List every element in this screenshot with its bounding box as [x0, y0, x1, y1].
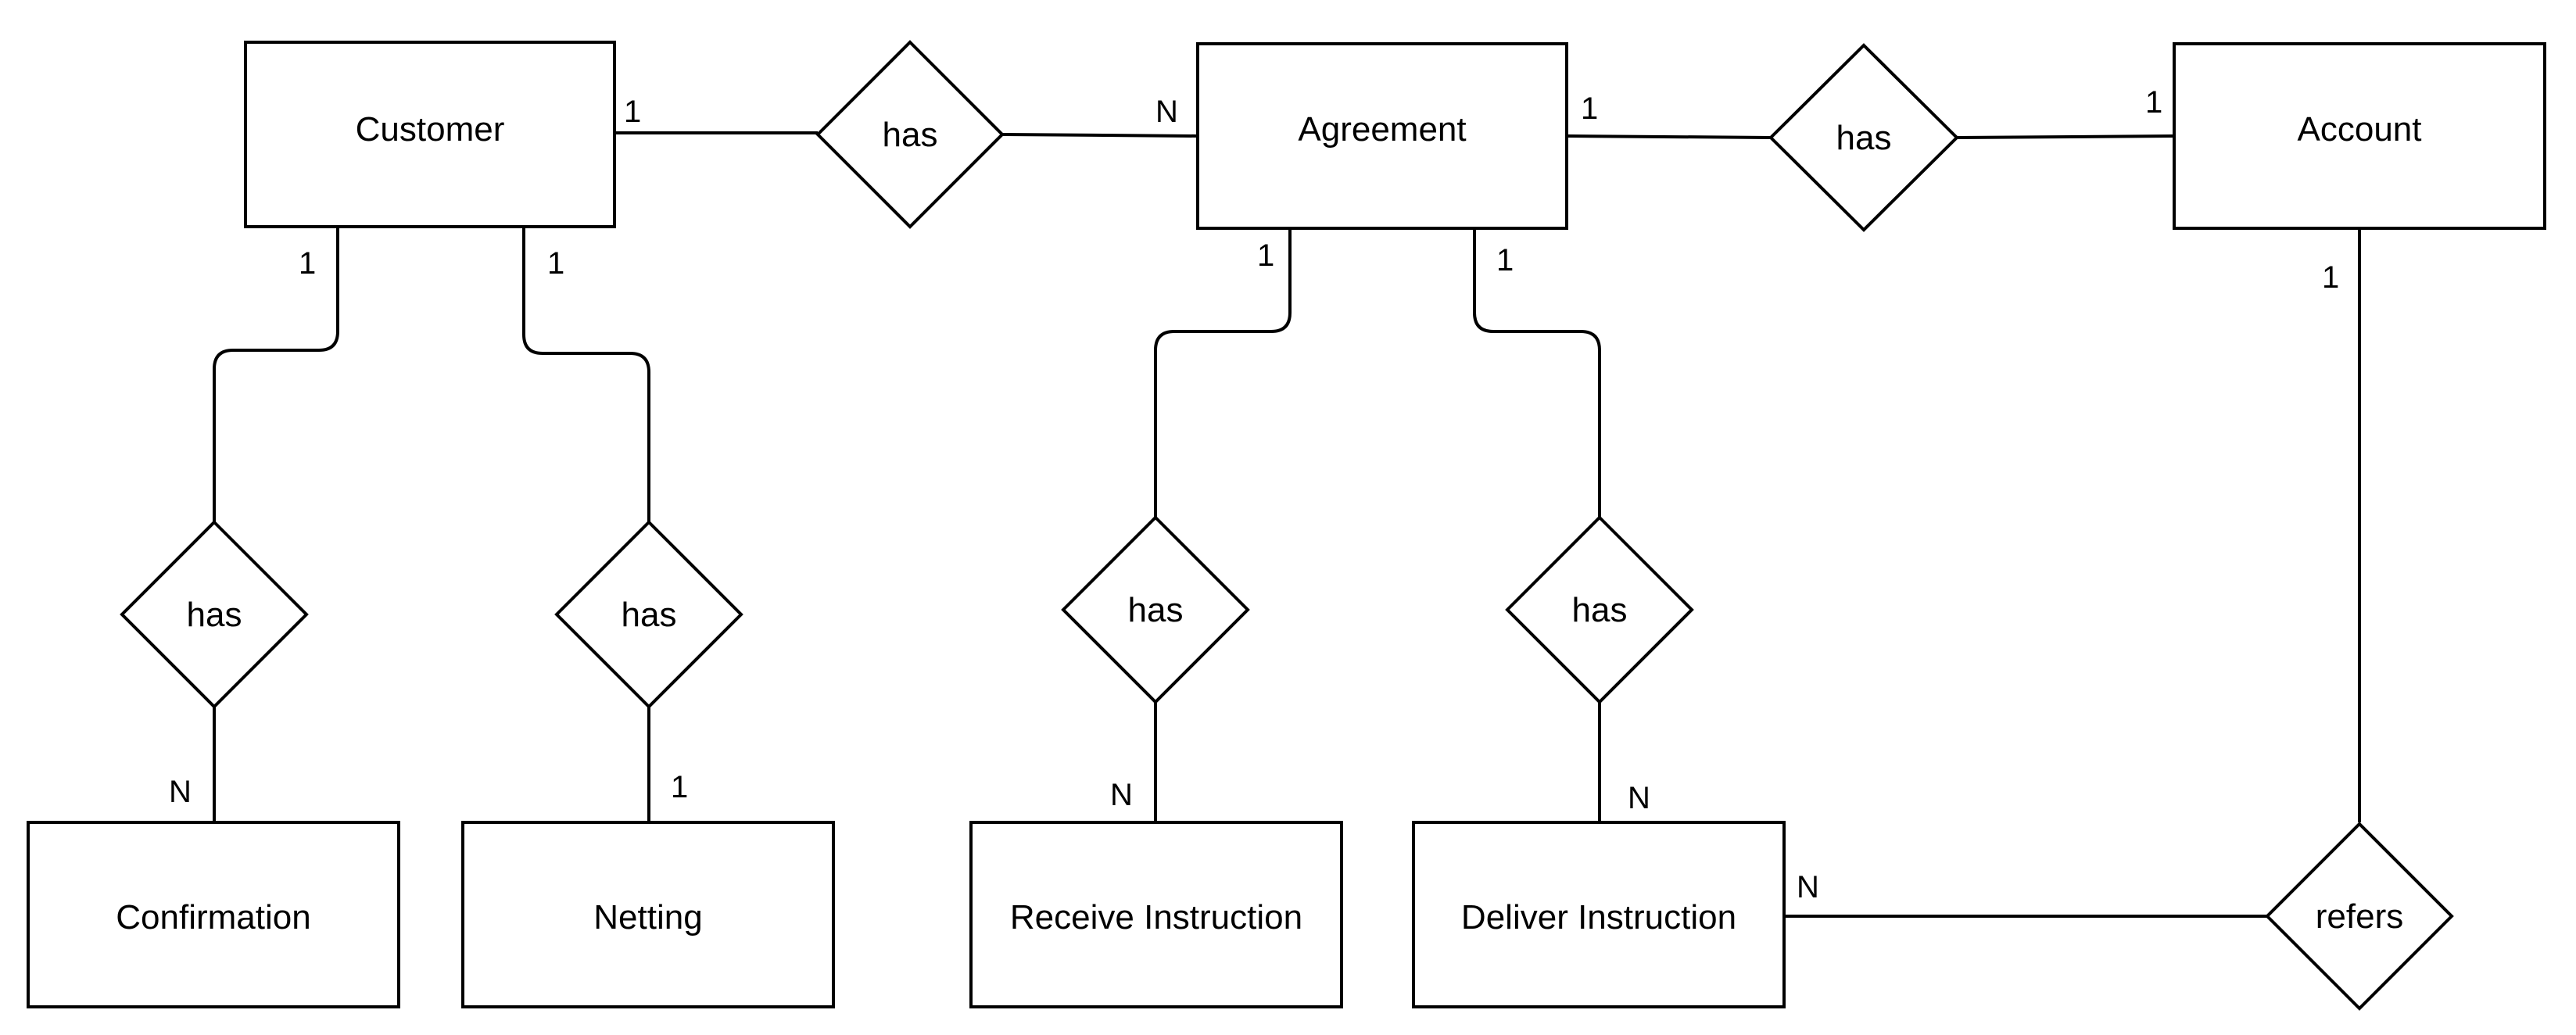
cardinality-label: 1	[1496, 243, 1514, 278]
entity-receive-instruction[interactable]: Receive Instruction	[969, 821, 1343, 1008]
cardinality-label: 1	[671, 770, 688, 804]
cardinality-label: 1	[1581, 91, 1598, 126]
edge-agreement-has-deliver-upper	[1473, 228, 1601, 518]
edge-agreement-has-receive-upper	[1154, 228, 1292, 518]
entity-deliver-instruction-label: Deliver Instruction	[1461, 898, 1736, 937]
edge-has-agreement	[1001, 133, 1198, 138]
edge-customer-has-netting-upper	[522, 228, 650, 522]
entity-agreement-label: Agreement	[1298, 110, 1466, 149]
entity-customer[interactable]: Customer	[244, 41, 616, 228]
cardinality-label: N	[1110, 778, 1133, 812]
edge-agreement-has	[1567, 134, 1772, 139]
entity-confirmation[interactable]: Confirmation	[27, 821, 400, 1008]
cardinality-label: 1	[1257, 238, 1274, 273]
entity-agreement[interactable]: Agreement	[1196, 42, 1568, 230]
entity-deliver-instruction[interactable]: Deliver Instruction	[1412, 821, 1786, 1008]
cardinality-label: 1	[2145, 85, 2162, 120]
cardinality-label: 1	[624, 95, 641, 129]
relationship-agreement-deliver[interactable]: has	[1505, 515, 1694, 704]
edge-customer-has-confirmation-upper	[213, 228, 339, 522]
cardinality-label: N	[169, 775, 192, 809]
relationship-agreement-account-label: has	[1836, 119, 1892, 157]
relationship-customer-netting[interactable]: has	[554, 520, 743, 709]
cardinality-label: 1	[2322, 260, 2339, 295]
entity-account[interactable]: Account	[2173, 42, 2546, 230]
relationship-deliver-account-label: refers	[2316, 897, 2403, 936]
relationship-customer-netting-label: has	[622, 596, 677, 634]
cardinality-label: N	[1797, 870, 1819, 904]
edge-has-account	[1956, 134, 2175, 139]
entity-netting-label: Netting	[593, 898, 702, 937]
cardinality-label: N	[1628, 781, 1650, 815]
relationship-agreement-account[interactable]: has	[1768, 43, 1959, 232]
relationship-customer-agreement[interactable]: has	[815, 40, 1005, 229]
cardinality-label: 1	[547, 246, 564, 281]
connector-lines	[213, 131, 2361, 918]
relationship-deliver-account[interactable]: refers	[2265, 822, 2454, 1011]
relationship-agreement-deliver-label: has	[1572, 591, 1628, 629]
relationship-customer-agreement-label: has	[883, 116, 938, 154]
cardinality-label: 1	[299, 246, 316, 281]
relationship-customer-confirmation-label: has	[187, 596, 242, 634]
relationship-customer-confirmation[interactable]: has	[120, 520, 309, 709]
entity-account-label: Account	[2298, 110, 2422, 149]
entity-receive-instruction-label: Receive Instruction	[1010, 898, 1302, 937]
cardinality-label: N	[1155, 95, 1178, 129]
entity-confirmation-label: Confirmation	[116, 898, 310, 937]
entity-netting[interactable]: Netting	[461, 821, 835, 1008]
entity-customer-label: Customer	[356, 110, 505, 149]
relationship-agreement-receive[interactable]: has	[1061, 515, 1250, 704]
relationship-agreement-receive-label: has	[1128, 591, 1184, 629]
cardinality-labels: 1 N 1 1 1 N 1 1 1 N 1 N 1 N	[169, 85, 2339, 904]
